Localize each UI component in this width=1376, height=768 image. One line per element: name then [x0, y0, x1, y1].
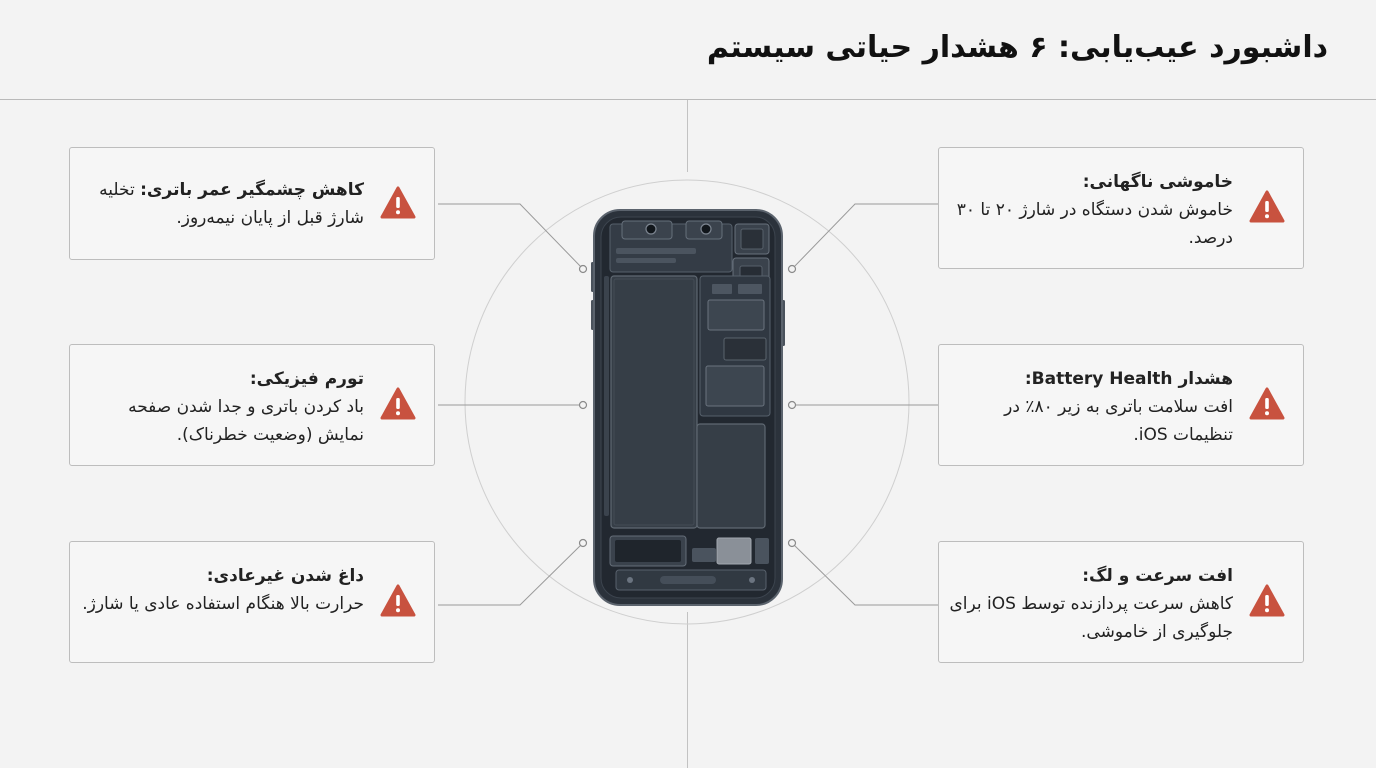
- guide-circle: [464, 179, 910, 625]
- warning-card-text: افت سرعت و لگ: کاهش سرعت پردازنده توسط i…: [948, 562, 1233, 646]
- connector-dot: [787, 538, 797, 548]
- battery-cell: [610, 275, 698, 529]
- warning-triangle-icon: [1249, 584, 1285, 617]
- center-line-bottom: [687, 612, 688, 768]
- warning-card-text: داغ شدن غیرعادی: حرارت بالا هنگام استفاد…: [79, 562, 364, 618]
- warning-title: افت سرعت و لگ:: [1082, 566, 1233, 586]
- warning-card-battery-life: کاهش چشمگیر عمر باتری: تخلیه شارژ قبل از…: [69, 147, 435, 260]
- connector-dot: [578, 264, 588, 274]
- warning-card-battery-health: هشدار Battery Health: افت سلامت باتری به…: [938, 344, 1304, 466]
- camera-lens: [645, 223, 657, 235]
- warning-description: خاموش شدن دستگاه در شارژ ۲۰ تا ۳۰ درصد.: [956, 200, 1233, 248]
- warning-card-text: خاموشی ناگهانی: خاموش شدن دستگاه در شارژ…: [948, 168, 1233, 252]
- warning-card-physical-swelling: تورم فیزیکی: باد کردن باتری و جدا شدن صف…: [69, 344, 435, 466]
- warning-description: افت سلامت باتری به زیر ۸۰٪ در تنظیمات iO…: [1004, 397, 1233, 445]
- warning-description: کاهش سرعت پردازنده توسط iOS برای جلوگیری…: [949, 594, 1233, 642]
- connector-left-bottom: [438, 542, 584, 606]
- connector-right-bottom: [791, 542, 938, 606]
- connector-dot: [787, 264, 797, 274]
- warning-title: تورم فیزیکی:: [249, 369, 364, 389]
- page-title: داشبورد عیب‌یابی: ۶ هشدار حیاتی سیستم: [706, 30, 1328, 65]
- warning-triangle-icon: [380, 186, 416, 218]
- warning-triangle-icon: [1249, 190, 1285, 223]
- connector-left-top: [438, 203, 584, 270]
- warning-card-sudden-shutdown: خاموشی ناگهانی: خاموش شدن دستگاه در شارژ…: [938, 147, 1304, 269]
- connector-dot: [578, 400, 588, 410]
- warning-description: باد کردن باتری و جدا شدن صفحه نمایش (وضع…: [128, 397, 364, 445]
- header-divider: [0, 99, 1376, 100]
- connector-dot: [578, 538, 588, 548]
- connector-right-top: [791, 203, 938, 270]
- warning-title: کاهش چشمگیر عمر باتری:: [140, 180, 364, 200]
- camera-lens: [700, 223, 712, 235]
- warning-title: داغ شدن غیرعادی:: [206, 566, 364, 586]
- warning-card-text: تورم فیزیکی: باد کردن باتری و جدا شدن صف…: [79, 365, 364, 449]
- warning-description: تخلیه شارژ قبل از پایان نیمه‌روز.: [99, 180, 364, 228]
- warning-triangle-icon: [380, 387, 416, 420]
- warning-card-text: هشدار Battery Health: افت سلامت باتری به…: [948, 365, 1233, 449]
- connector-dot: [787, 400, 797, 410]
- phone-illustration: [591, 209, 785, 606]
- warning-title: خاموشی ناگهانی:: [1082, 172, 1233, 192]
- warning-triangle-icon: [380, 584, 416, 617]
- warning-card-overheating: داغ شدن غیرعادی: حرارت بالا هنگام استفاد…: [69, 541, 435, 663]
- warning-card-text: کاهش چشمگیر عمر باتری: تخلیه شارژ قبل از…: [79, 176, 364, 232]
- warning-triangle-icon: [1249, 387, 1285, 420]
- warning-card-slowdown-lag: افت سرعت و لگ: کاهش سرعت پردازنده توسط i…: [938, 541, 1304, 663]
- warning-title: هشدار Battery Health:: [1024, 369, 1233, 389]
- warning-description: حرارت بالا هنگام استفاده عادی یا شارژ.: [82, 594, 364, 614]
- center-line-top: [687, 100, 688, 172]
